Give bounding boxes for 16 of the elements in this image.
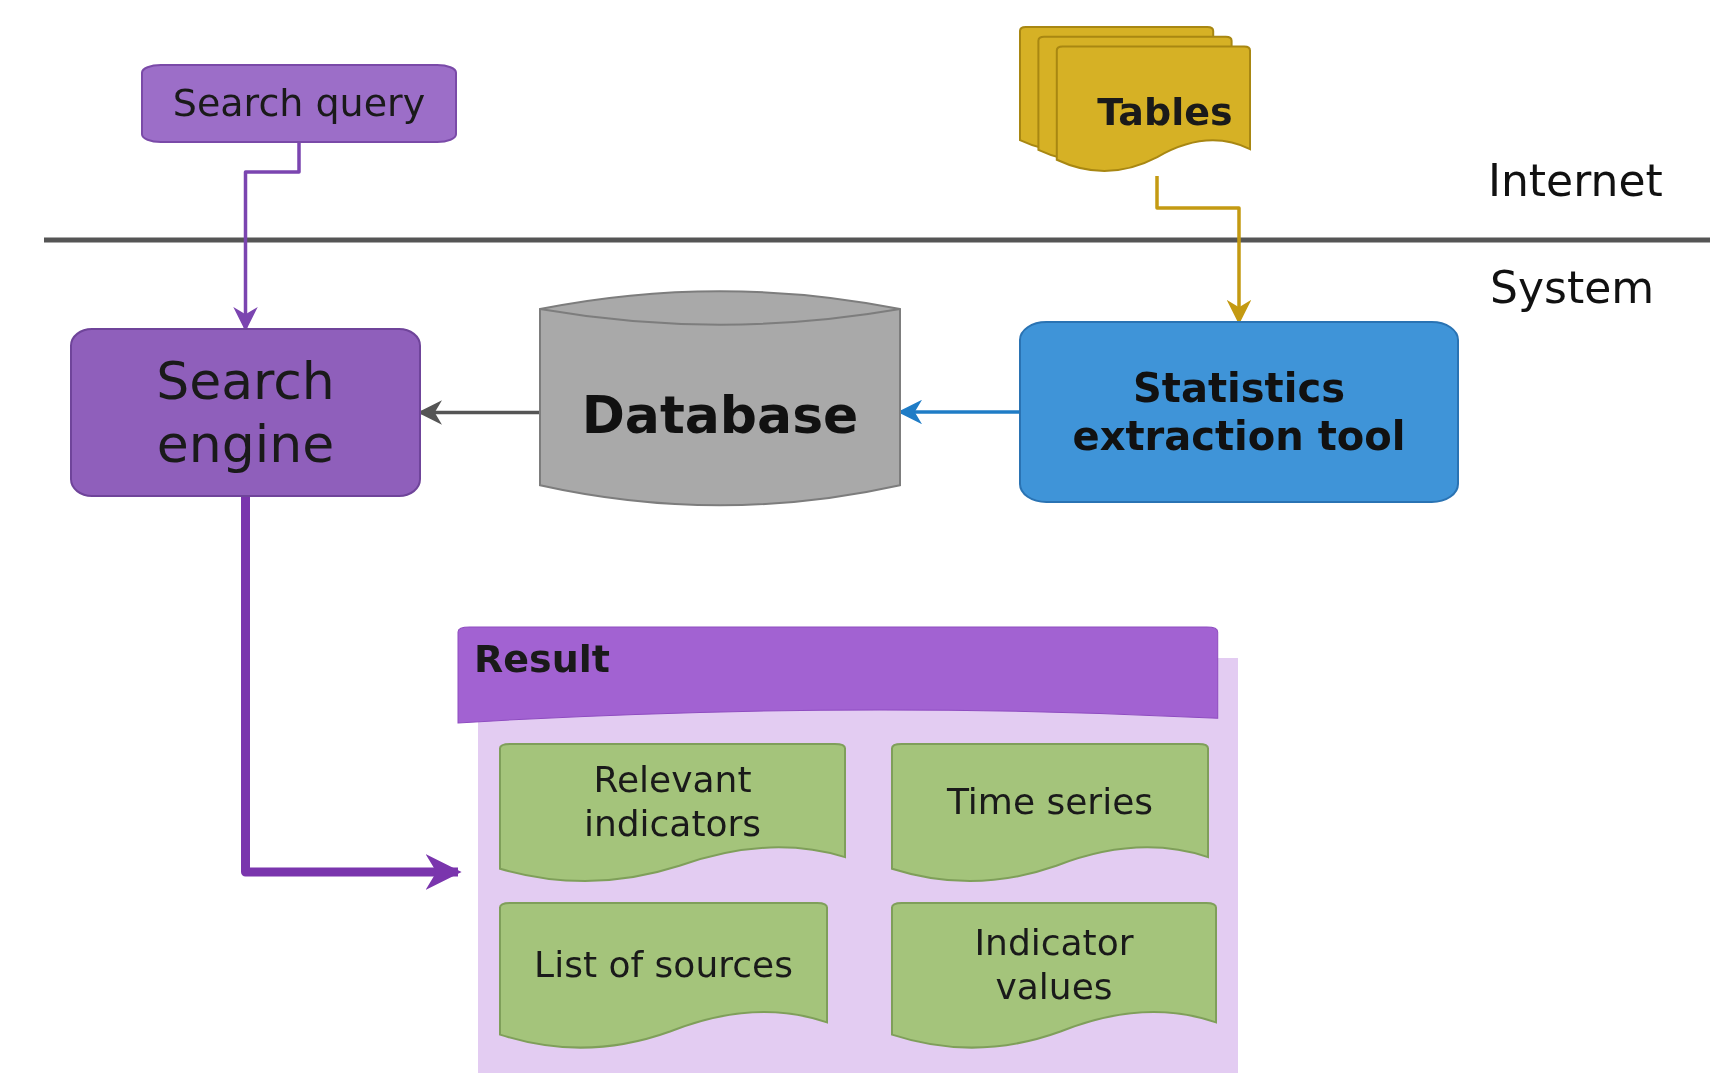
process-box: [71, 329, 420, 496]
group-panel: [458, 627, 1238, 1073]
node-label: Statistics extraction tool: [1071, 364, 1407, 460]
zone-label: System: [1490, 262, 1655, 313]
node-label: Database: [581, 384, 859, 447]
node-label: Time series: [946, 779, 1154, 824]
node-label: Result: [474, 637, 610, 683]
process-box: [1020, 322, 1458, 502]
node-label: Relevant indicators: [582, 758, 763, 845]
zone-label: Internet: [1488, 155, 1663, 206]
node-label: Search query: [172, 80, 426, 127]
node-label: Search engine: [155, 350, 336, 475]
node-label: Indicator values: [973, 921, 1135, 1008]
node-label: List of sources: [534, 942, 793, 987]
node-label: Tables: [1097, 89, 1233, 136]
rounded-box: [142, 65, 456, 142]
